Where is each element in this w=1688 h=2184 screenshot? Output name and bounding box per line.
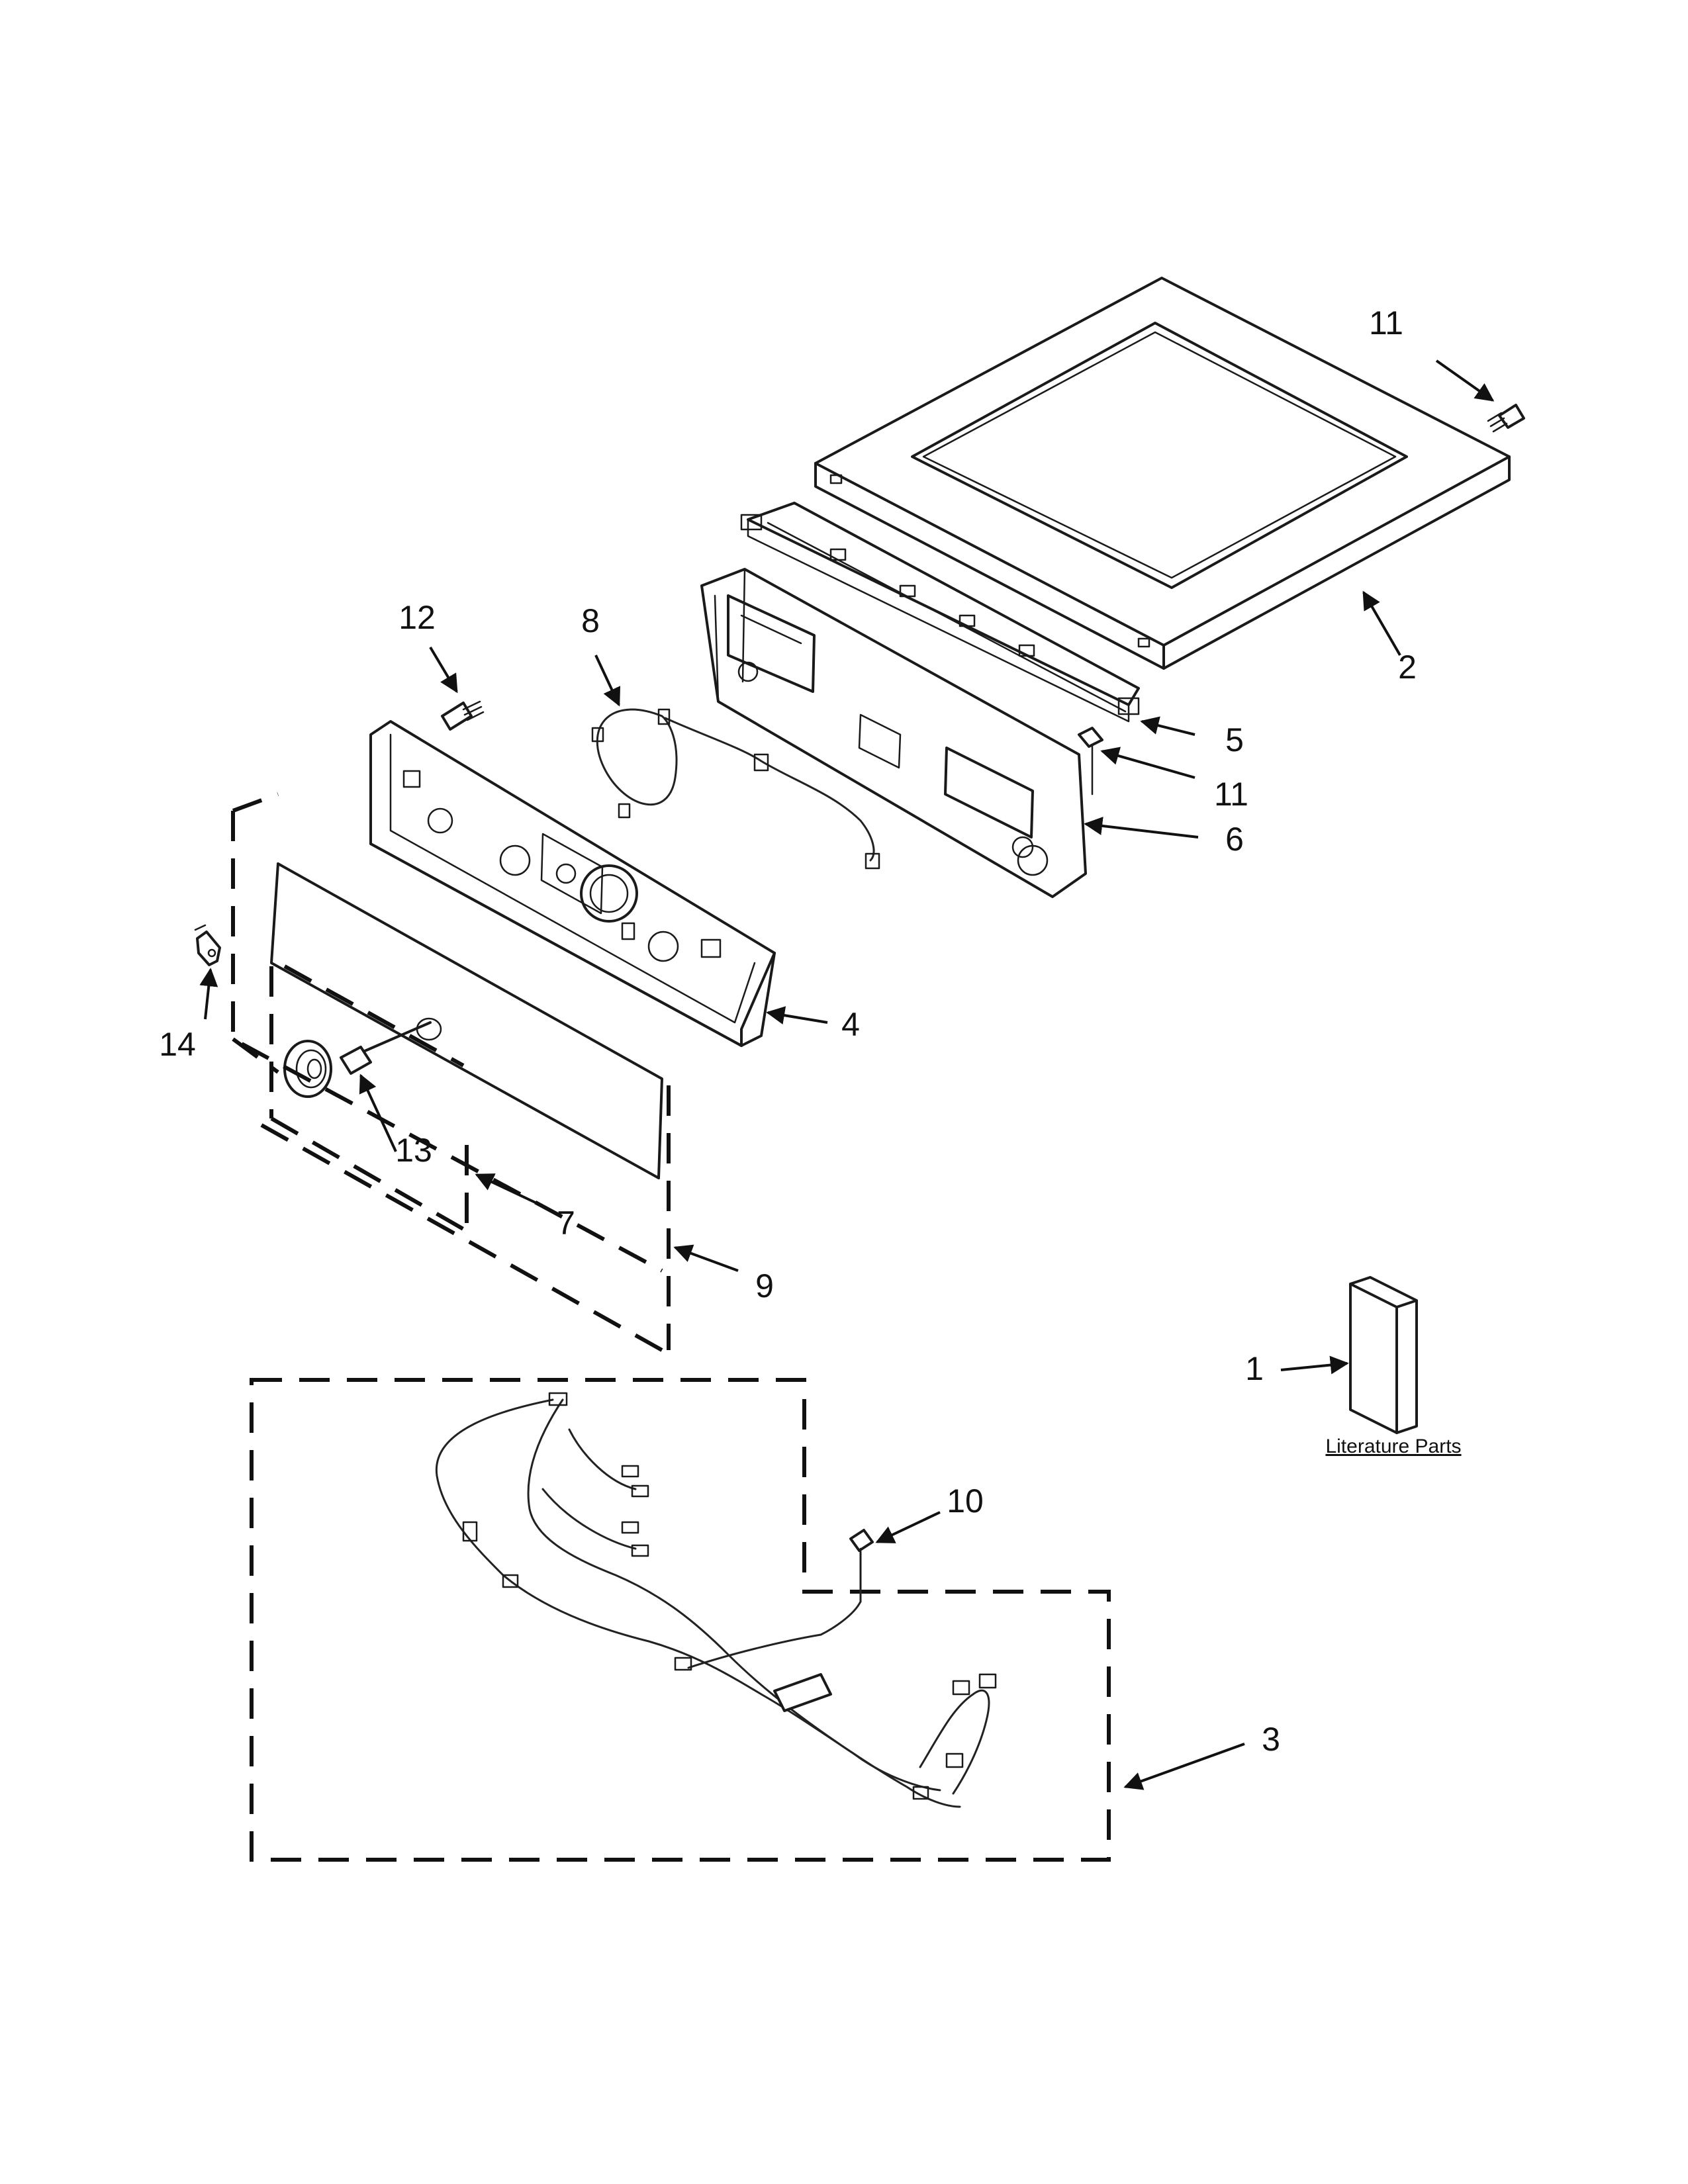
callout-8: 8 xyxy=(581,602,600,639)
dashed-group-9 xyxy=(231,792,671,1352)
screw-11-side-part xyxy=(1078,727,1103,796)
leader-lines xyxy=(199,359,1495,1790)
callout-3: 3 xyxy=(1262,1721,1280,1758)
callout-14: 14 xyxy=(159,1026,196,1063)
callout-10: 10 xyxy=(947,1482,984,1520)
callout-13: 13 xyxy=(395,1132,432,1169)
callout-labels: 11 2 5 11 6 4 12 8 14 13 7 9 1 10 3 Lite… xyxy=(159,304,1461,1758)
callout-12: 12 xyxy=(399,599,436,636)
main-wire-harness-part xyxy=(250,1378,1111,1862)
top-panel-part xyxy=(814,277,1511,670)
dashed-group-7 xyxy=(269,964,469,1233)
control-knob-part xyxy=(283,1040,332,1098)
front-rail-part xyxy=(740,502,1140,723)
callout-5: 5 xyxy=(1225,721,1244,758)
knob-shaft-part xyxy=(340,1021,432,1075)
console-part xyxy=(369,720,776,1047)
screw-10-part xyxy=(849,1529,874,1590)
callout-2: 2 xyxy=(1398,649,1417,686)
callout-7: 7 xyxy=(557,1205,575,1242)
console-wire-harness-part xyxy=(591,708,880,870)
screw-11-top-part xyxy=(1487,404,1525,433)
clip-14-part xyxy=(194,924,221,966)
literature-book-icon xyxy=(1349,1276,1418,1434)
callout-11-side: 11 xyxy=(1214,776,1248,813)
user-interface-graphic-part xyxy=(270,862,663,1179)
callout-4: 4 xyxy=(841,1006,860,1043)
screw-12-part xyxy=(441,700,485,731)
callout-1: 1 xyxy=(1245,1350,1264,1387)
literature-parts-label: Literature Parts xyxy=(1325,1435,1461,1457)
callout-6: 6 xyxy=(1225,821,1244,858)
console-back-part xyxy=(700,568,1087,898)
callout-9: 9 xyxy=(755,1267,774,1304)
callout-11-top: 11 xyxy=(1369,304,1403,341)
